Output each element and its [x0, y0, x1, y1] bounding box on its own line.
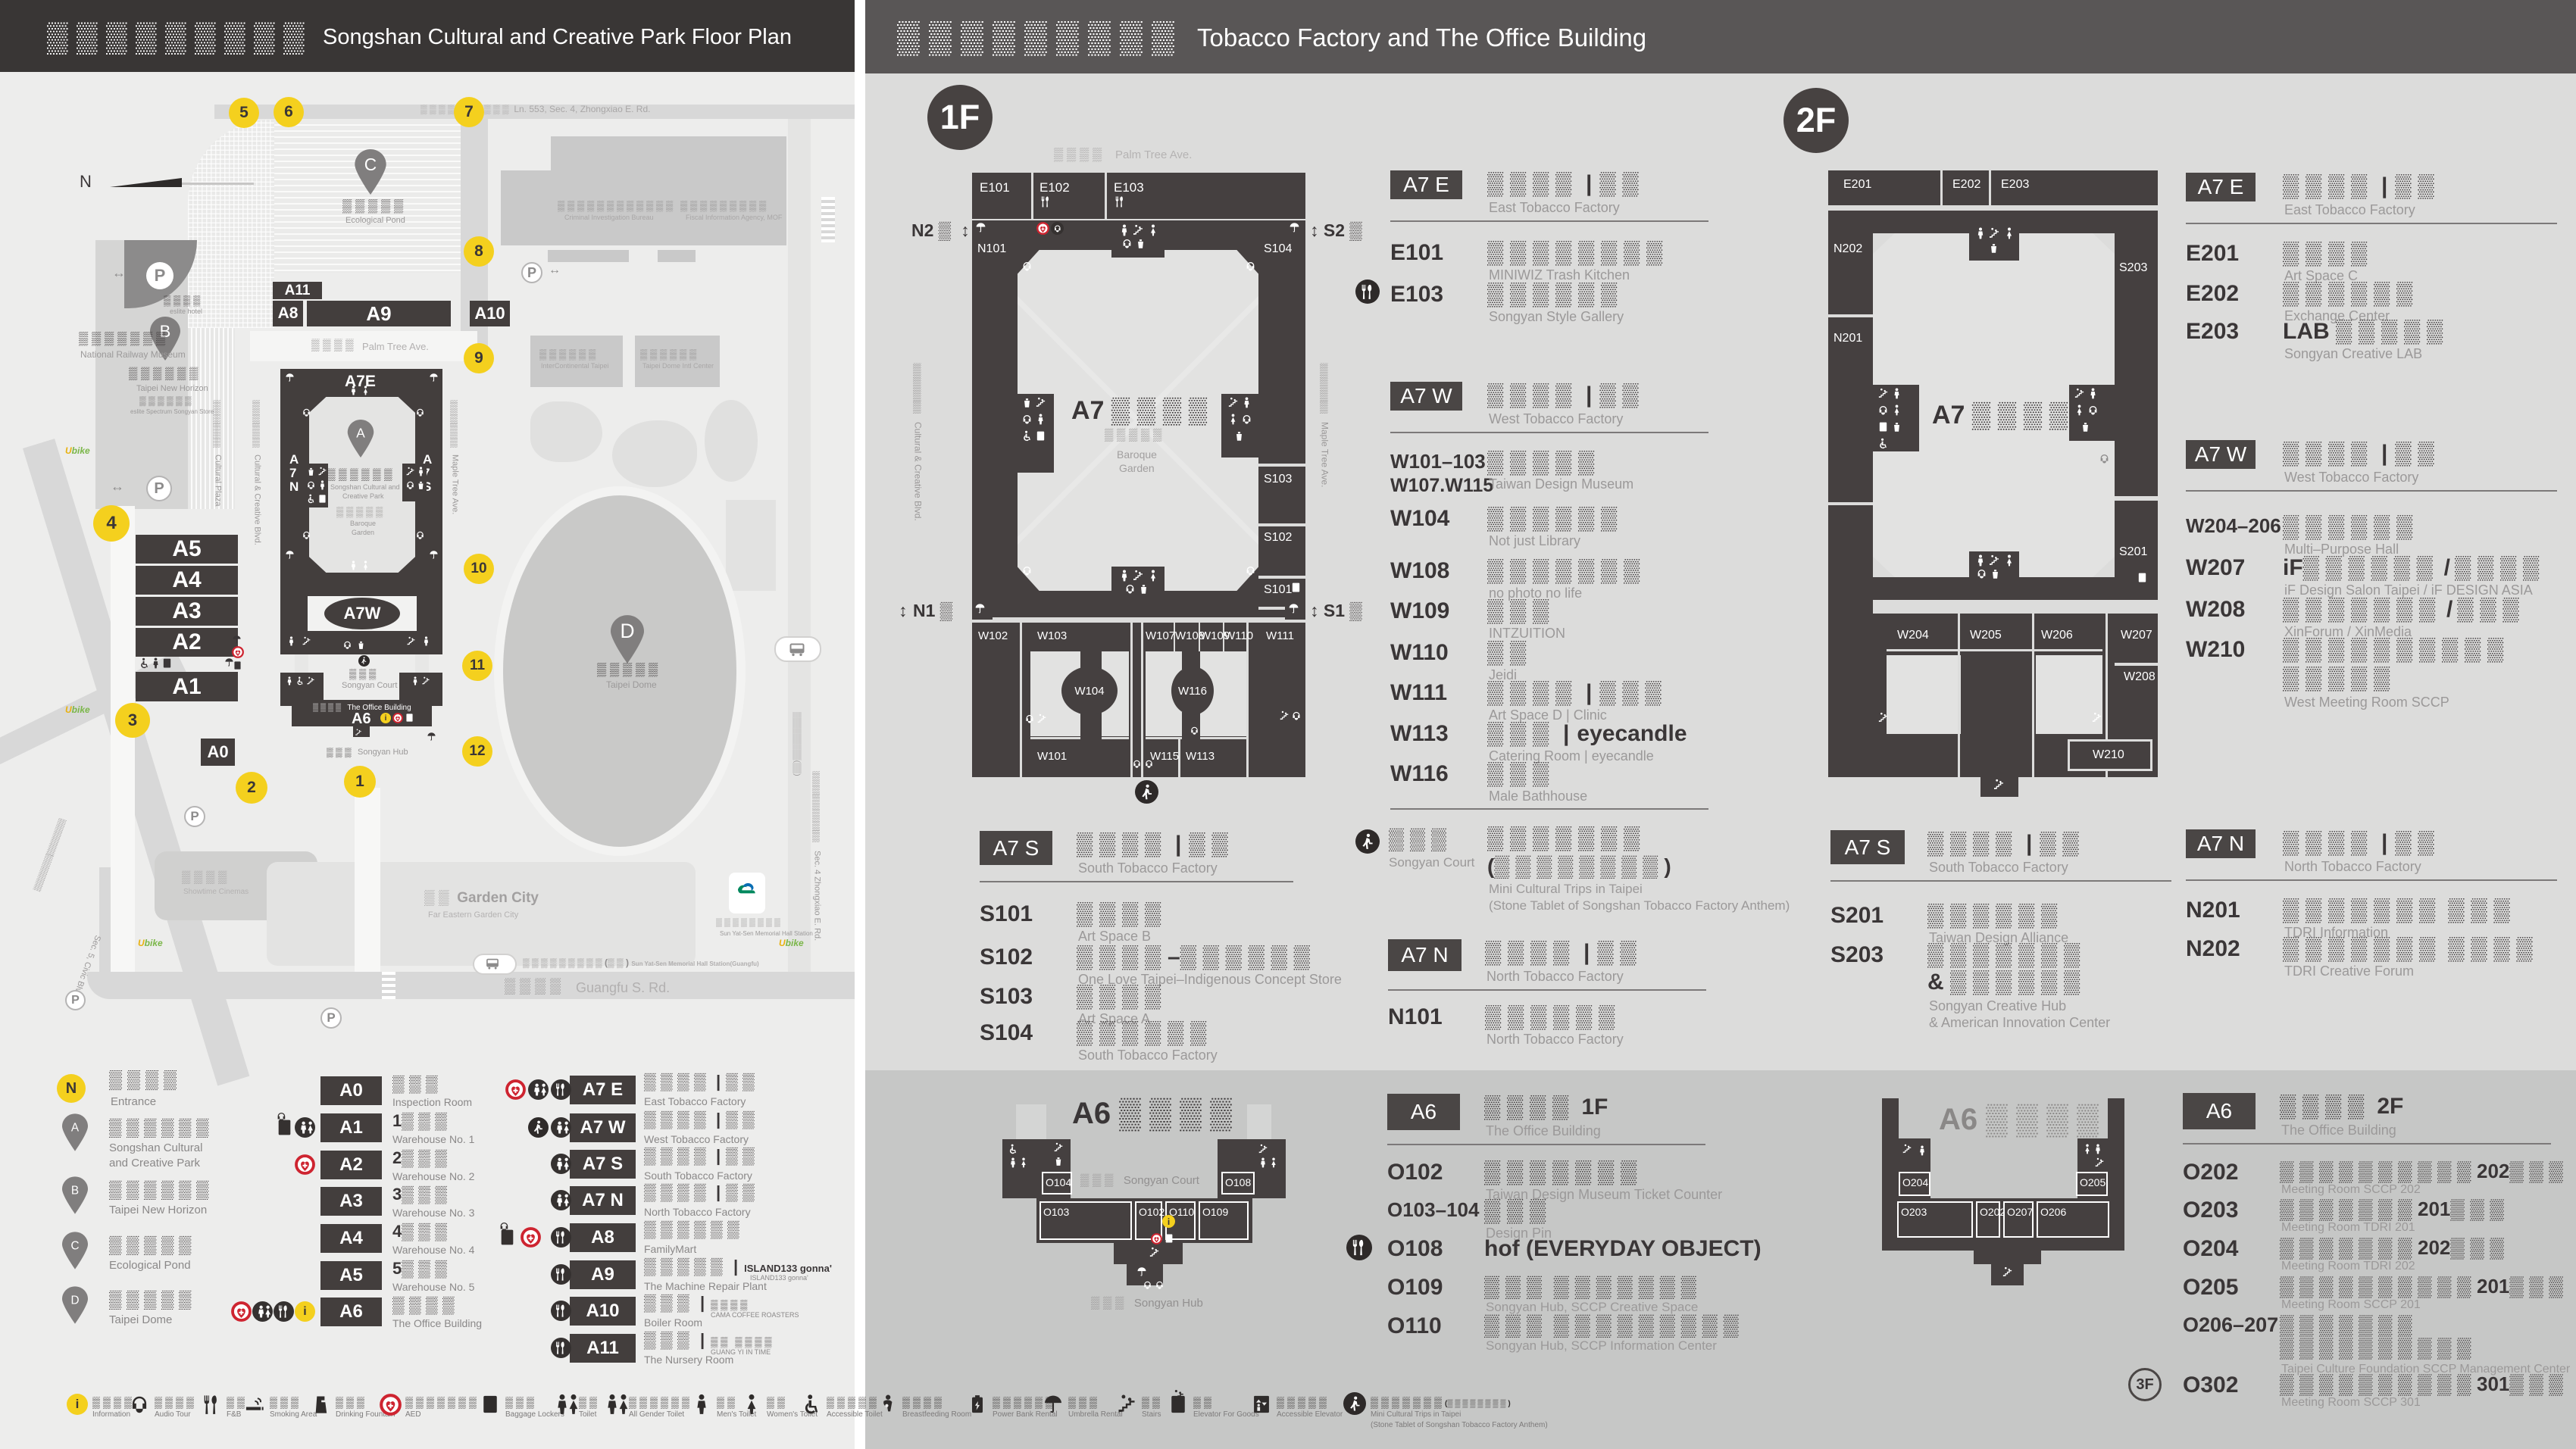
svg-text:C: C	[364, 155, 377, 174]
svg-text:A: A	[356, 425, 365, 440]
svg-text:C: C	[70, 1239, 79, 1252]
svg-text:D: D	[70, 1294, 79, 1307]
svg-text:A: A	[71, 1121, 80, 1134]
svg-text:B: B	[160, 322, 171, 341]
svg-text:B: B	[71, 1184, 79, 1197]
svg-text:D: D	[620, 620, 634, 642]
